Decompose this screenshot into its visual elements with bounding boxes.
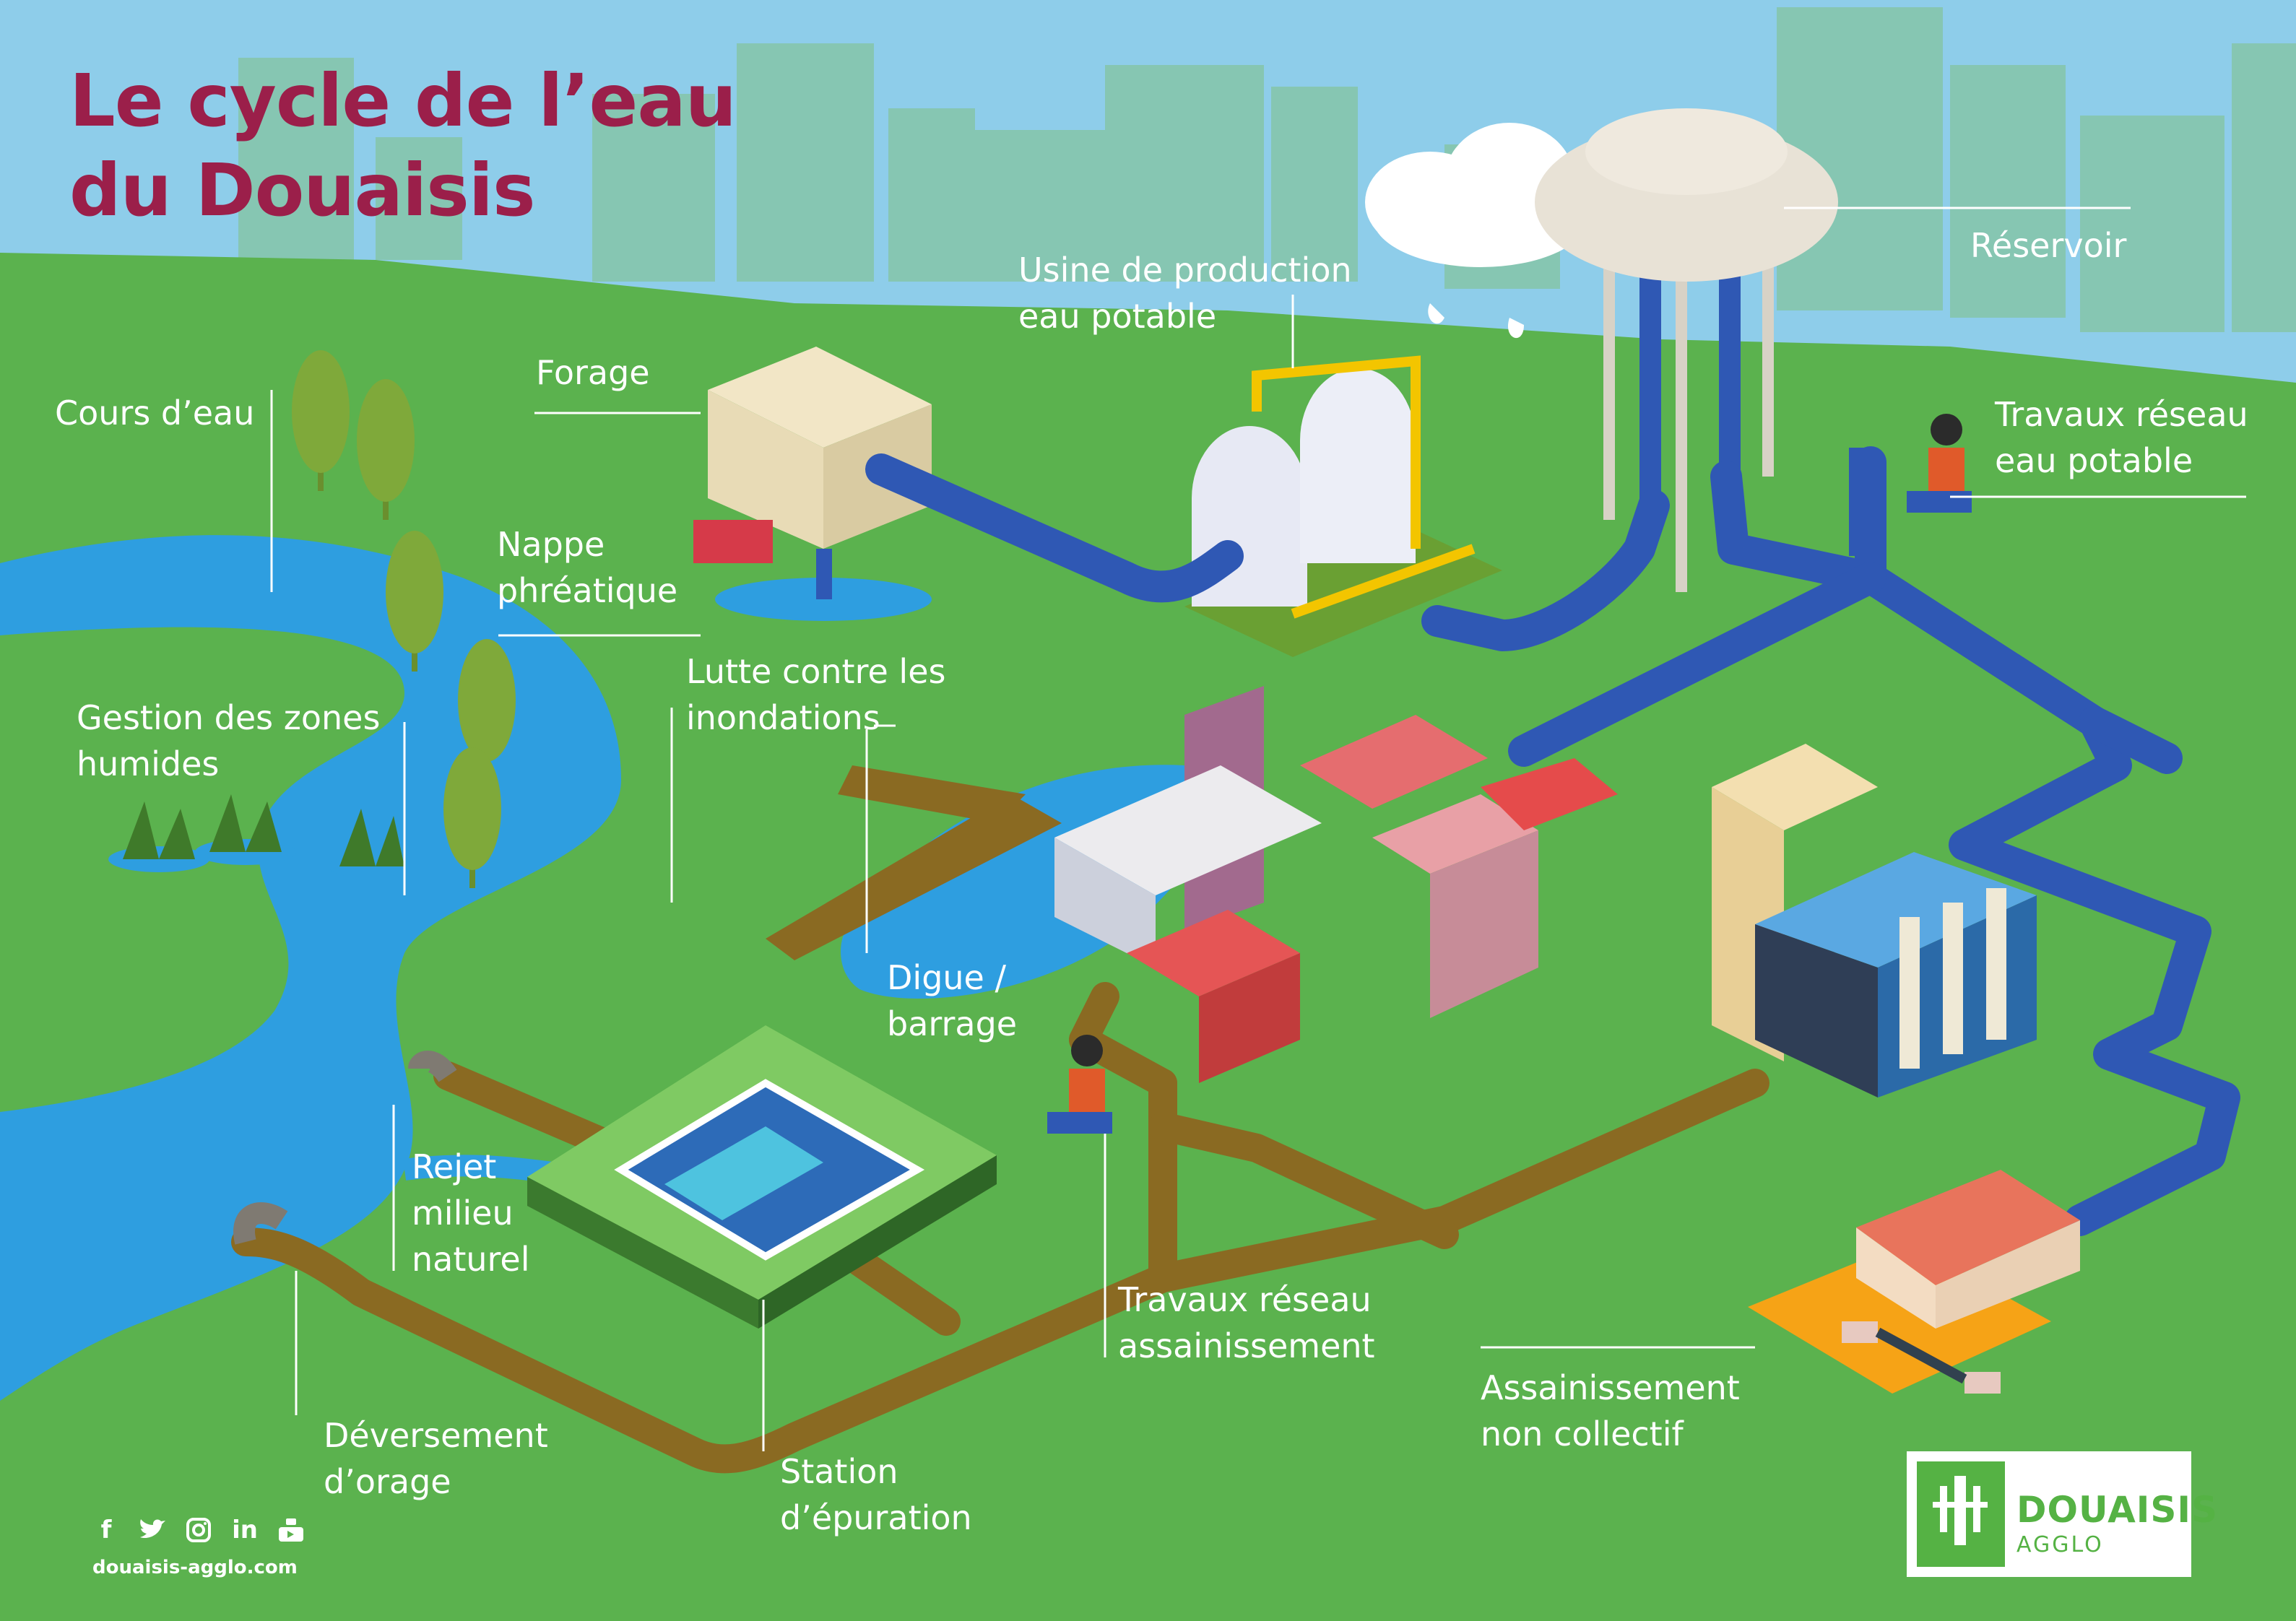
page-title: Le cycle de l’eau du Douaisis (69, 56, 737, 235)
douaisis-agglo-logo: DOUAISIS AGGLO (1907, 1451, 2217, 1577)
label-travaux-assainissement: Travaux réseau assainissement (1118, 1280, 1375, 1365)
label-nappe: Nappe phréatique (497, 525, 678, 610)
website-link[interactable]: douaisis-agglo.com (92, 1557, 298, 1578)
production-plant (1184, 355, 1502, 657)
label-zones-humides: Gestion des zones humides (77, 698, 381, 783)
wetland-reeds (108, 794, 408, 878)
water-tower (1535, 108, 1838, 592)
label-digue: Digue / barrage (887, 958, 1018, 1043)
logo-brand-text: DOUAISIS (2016, 1489, 2218, 1531)
borehole-building (693, 347, 932, 621)
cloud (1365, 123, 1589, 339)
worker-potable (1849, 414, 1972, 556)
leader-lines (270, 207, 2246, 1451)
factory (1712, 744, 2037, 1098)
treatment-plant (527, 1025, 997, 1329)
discharge-outfall (408, 1051, 457, 1083)
trees (292, 350, 516, 888)
twitter-icon[interactable] (139, 1516, 166, 1544)
worker-sewer (1047, 1035, 1112, 1134)
label-usine: Usine de production eau potable (1018, 251, 1352, 336)
label-lutte-inondations: Lutte contre les inondations (686, 652, 946, 737)
label-rejet: Rejet milieu naturel (412, 1147, 530, 1279)
linkedin-icon[interactable]: in (232, 1516, 258, 1544)
label-deversement: Déversement d’orage (324, 1416, 548, 1501)
youtube-icon[interactable] (277, 1516, 305, 1544)
city-buildings (1054, 686, 1618, 1083)
storm-outfall (233, 1202, 288, 1245)
logo-sub-text: AGGLO (2016, 1532, 2104, 1557)
facebook-icon[interactable]: f (100, 1516, 112, 1544)
label-assainissement-non-collectif: Assainissement non collectif (1481, 1368, 1740, 1453)
label-station: Station d’épuration (780, 1452, 972, 1537)
title-line-2: du Douaisis (69, 148, 536, 232)
label-reservoir: Réservoir (1970, 226, 2127, 265)
potable-water-network (865, 446, 2240, 1236)
title-line-1: Le cycle de l’eau (69, 58, 737, 143)
label-travaux-potable: Travaux réseau eau potable (1995, 395, 2248, 480)
house-septic (1748, 1170, 2080, 1394)
social-links: f in (92, 1516, 305, 1544)
label-forage: Forage (536, 353, 650, 392)
dike (766, 765, 1062, 960)
label-cours-deau: Cours d’eau (55, 394, 255, 433)
logo-mark (1917, 1461, 2005, 1567)
instagram-icon[interactable] (185, 1516, 212, 1544)
